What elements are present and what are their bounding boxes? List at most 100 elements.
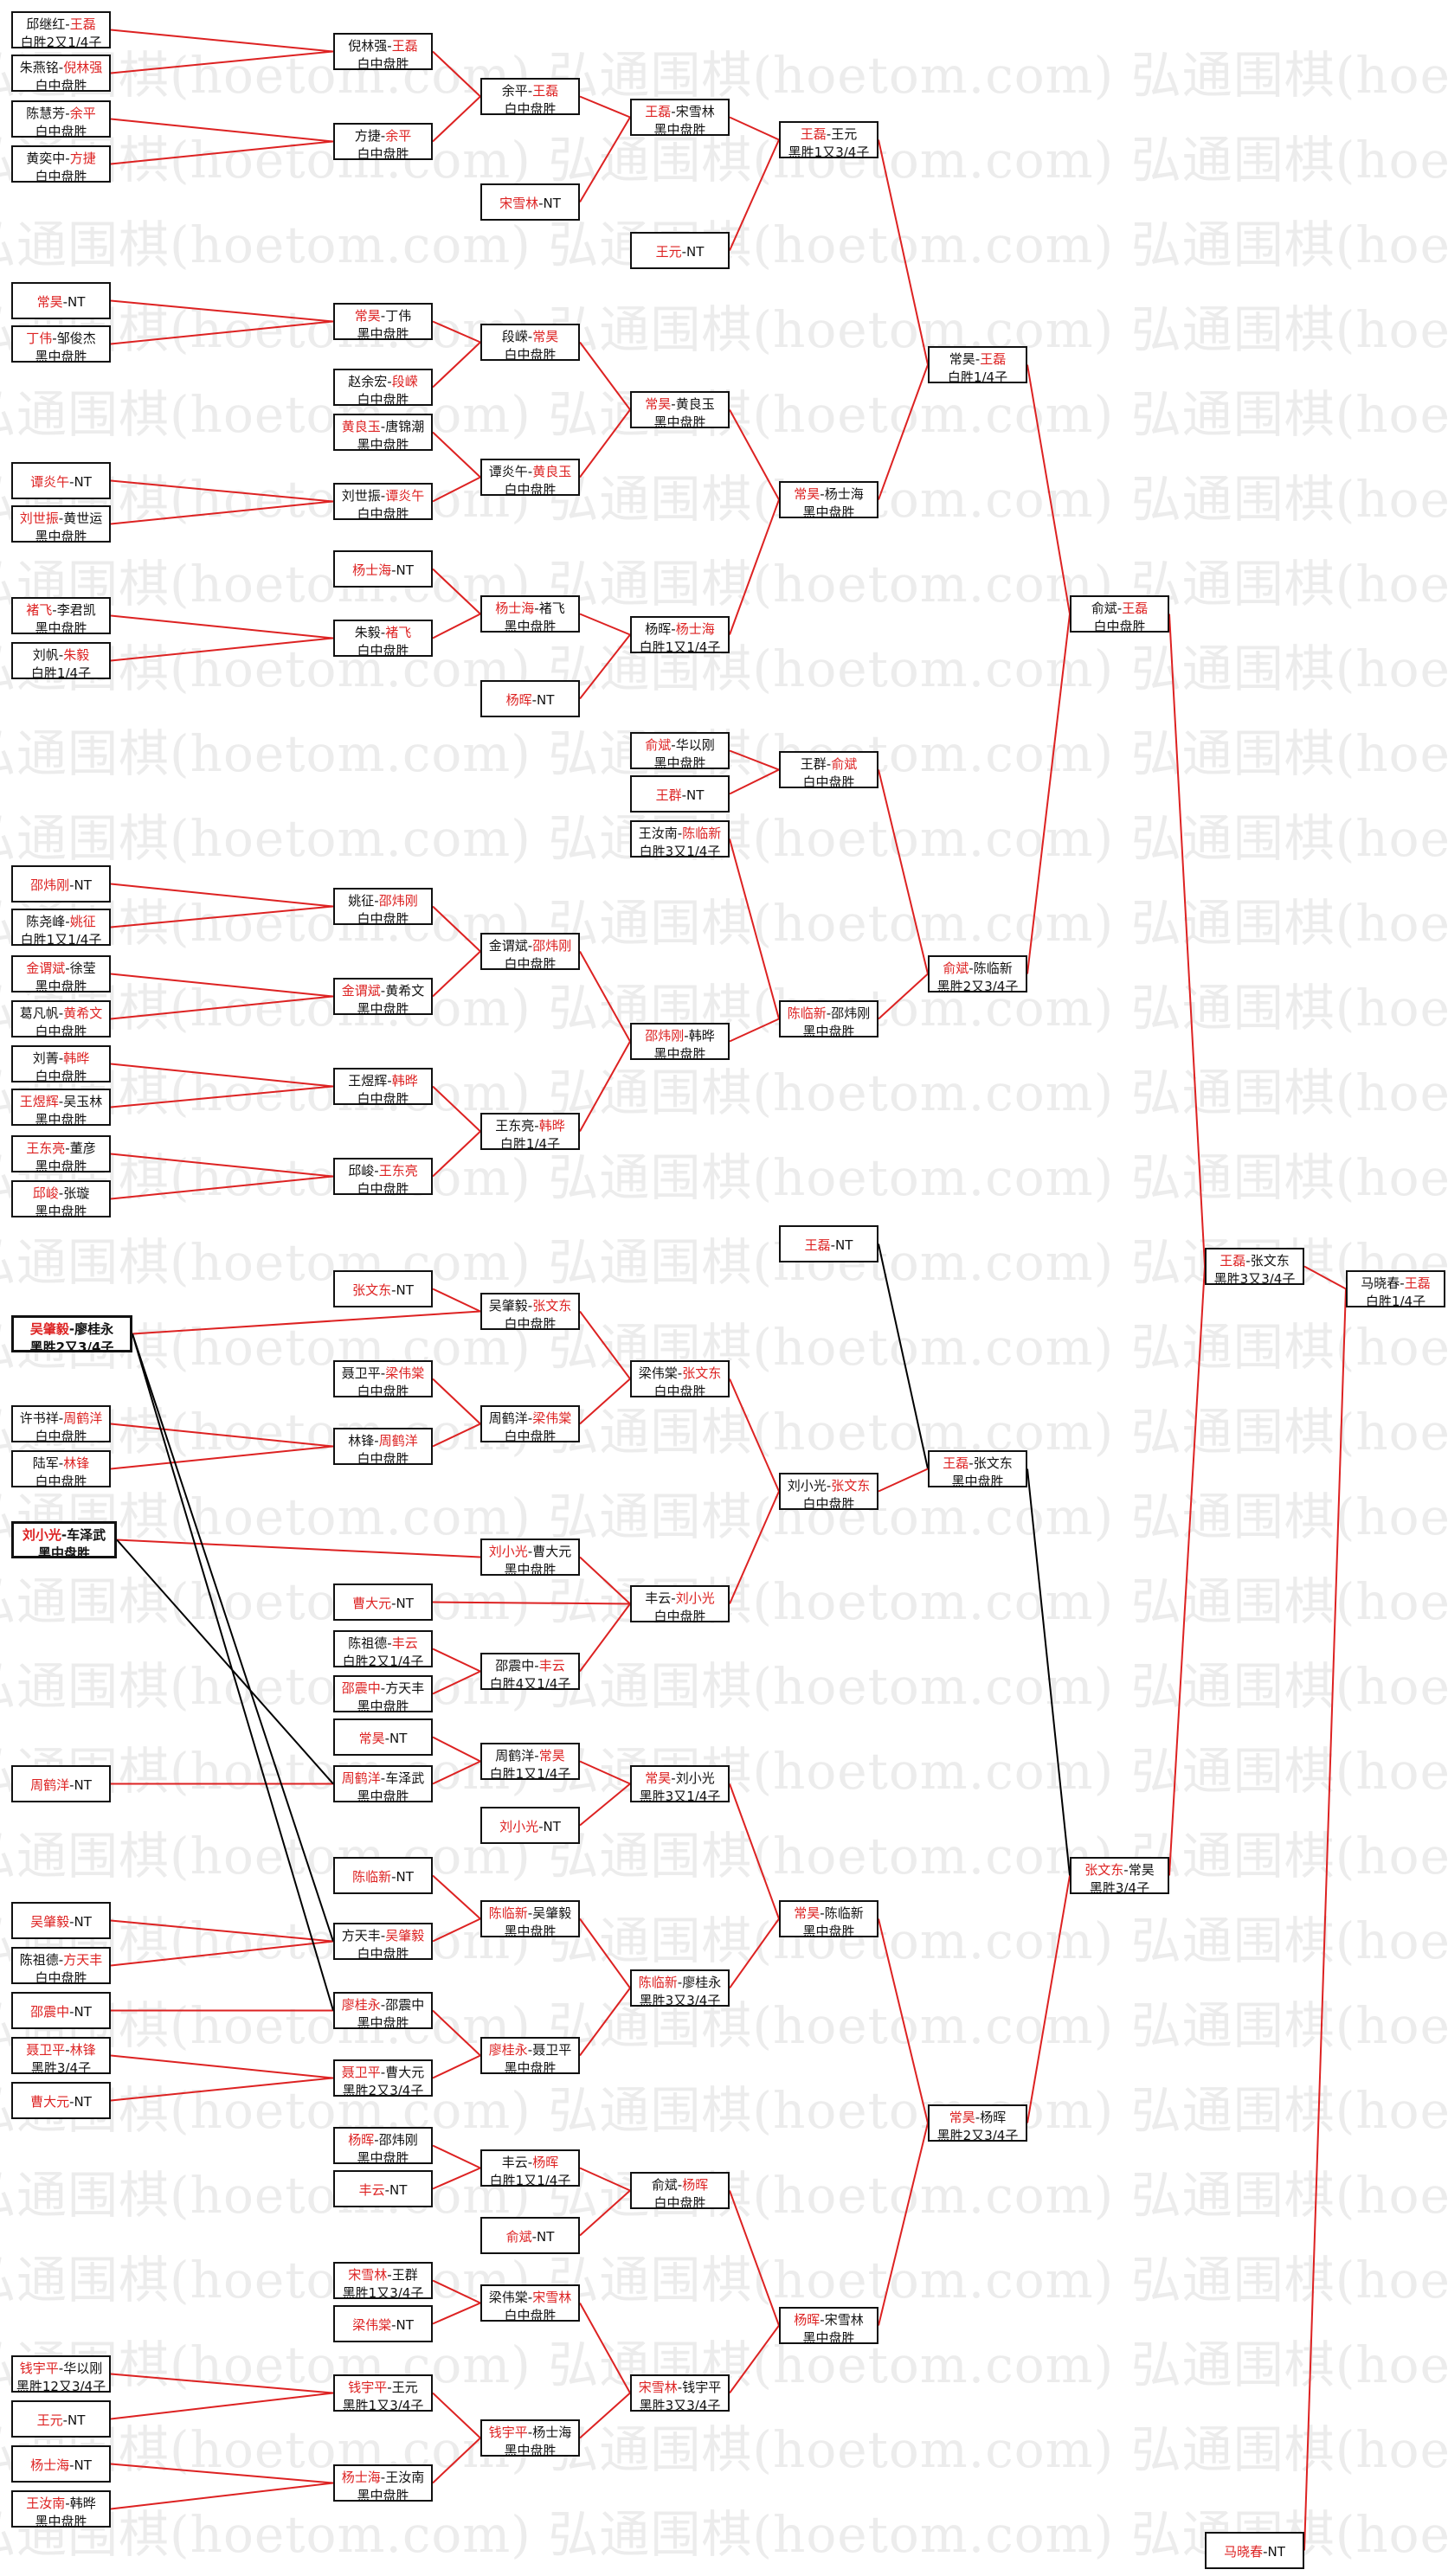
match-box-r2-29: 钱宇平-王元黑胜1又3/4子 bbox=[333, 2374, 433, 2412]
player-name: 俞斌 bbox=[505, 2229, 532, 2245]
player-name: 常昊 bbox=[645, 1770, 672, 1786]
connector-line bbox=[1168, 613, 1206, 1267]
player-name: 钱宇平 bbox=[348, 2380, 388, 2395]
player-name: 邵炜刚 bbox=[30, 877, 70, 893]
match-players: 刘小光-车泽武 bbox=[14, 1526, 114, 1545]
player-name: 林锋 bbox=[69, 2042, 96, 2058]
match-box-r3-15: 陈临新-吴肇毅黑中盘胜 bbox=[480, 1900, 580, 1937]
player-name: 王煜辉 bbox=[19, 1094, 59, 1109]
player-name: 刘小光 bbox=[488, 1544, 528, 1559]
match-box-r5-02: 常昊-杨士海黑中盘胜 bbox=[779, 481, 878, 518]
connector-line bbox=[432, 1760, 481, 1785]
player-name: 韩晔 bbox=[688, 1028, 715, 1044]
player-name: 王群 bbox=[655, 787, 682, 803]
match-result: 黑中盘胜 bbox=[357, 437, 409, 451]
player-name: 邵炜刚 bbox=[645, 1028, 685, 1044]
players-separator: - bbox=[975, 351, 981, 367]
match-box-r2-17: 陈祖德-丰云白胜2又1/4子 bbox=[333, 1630, 433, 1667]
match-box-r3-12: 邵震中-丰云白胜4又1/4子 bbox=[480, 1653, 580, 1690]
connector-line bbox=[579, 633, 631, 700]
match-players: 许书祥-周鹤洋 bbox=[13, 1410, 109, 1428]
match-box-r2-01: 倪林强-王磊白中盘胜 bbox=[333, 33, 433, 70]
match-result: 黑胜3/4子 bbox=[30, 2060, 92, 2074]
connector-line bbox=[579, 408, 631, 479]
match-players: 刘世振-谭炎午 bbox=[335, 487, 431, 505]
players-separator: - bbox=[61, 1527, 68, 1543]
match-result: 黑中盘胜 bbox=[35, 529, 87, 543]
connector-line bbox=[110, 1063, 334, 1088]
connector-line bbox=[432, 1918, 481, 1943]
match-players: 王磊-张文东 bbox=[930, 1455, 1026, 1473]
match-box-r4-05: 俞斌-华以刚黑中盘胜 bbox=[630, 732, 730, 769]
player-name: 钱宇平 bbox=[19, 2361, 59, 2376]
player-name: 陈临新 bbox=[824, 1905, 864, 1921]
connector-line bbox=[1026, 613, 1071, 974]
connector-line bbox=[579, 1783, 631, 1827]
match-box-r2-06: 刘世振-谭炎午白中盘胜 bbox=[333, 483, 433, 520]
match-result: 白胜1又1/4子 bbox=[639, 639, 721, 653]
player-name: NT bbox=[396, 1282, 414, 1298]
player-name: 曹大元 bbox=[385, 2065, 425, 2080]
connector-line bbox=[110, 637, 334, 662]
players-separator: - bbox=[684, 1028, 689, 1044]
players-separator: - bbox=[391, 2317, 396, 2333]
match-result: 白中盘胜 bbox=[653, 1384, 706, 1397]
players-separator: - bbox=[830, 1237, 836, 1253]
players-separator: - bbox=[531, 2229, 537, 2245]
player-name: 黄希文 bbox=[63, 1005, 103, 1021]
match-result: 黑中盘胜 bbox=[357, 2488, 409, 2502]
match-players: 张文东-常昊 bbox=[1072, 1861, 1168, 1879]
match-players: 俞斌-陈临新 bbox=[930, 960, 1026, 978]
player-name: 王磊 bbox=[391, 38, 418, 54]
player-name: NT bbox=[835, 1237, 853, 1253]
match-box-r1-10: 刘帆-朱毅白胜1/4子 bbox=[11, 642, 111, 679]
player-name: 聂卫平 bbox=[532, 2042, 572, 2058]
player-name: 王东亮 bbox=[495, 1118, 535, 1134]
connector-line bbox=[110, 118, 334, 143]
match-players: 陆军-林锋 bbox=[13, 1455, 109, 1473]
match-box-r1-11: 邵炜刚-NT bbox=[11, 865, 111, 903]
player-name: 丰云 bbox=[538, 1658, 565, 1673]
match-result: 白胜1/4子 bbox=[499, 1136, 561, 1150]
player-name: 杨晖 bbox=[682, 2177, 709, 2193]
player-name: 王元 bbox=[36, 2412, 63, 2428]
players-separator: - bbox=[391, 1596, 396, 1611]
connector-line bbox=[110, 883, 334, 908]
players-separator: - bbox=[527, 2042, 533, 2058]
player-name: 梁伟棠 bbox=[488, 2290, 528, 2305]
match-players: 王煜辉-吴玉林 bbox=[13, 1093, 109, 1111]
connector-line bbox=[132, 1333, 334, 1942]
connector-line bbox=[579, 1378, 631, 1425]
match-result: 白胜1又1/4子 bbox=[489, 2173, 571, 2187]
player-name: 王磊 bbox=[1404, 1275, 1431, 1291]
player-name: 刘小光 bbox=[499, 1819, 539, 1834]
player-name: 黄良玉 bbox=[341, 419, 381, 434]
match-players: 邱峻-张璇 bbox=[13, 1185, 109, 1203]
connector-line bbox=[1026, 1875, 1071, 2123]
player-name: 车泽武 bbox=[385, 1770, 425, 1786]
players-separator: - bbox=[671, 1590, 676, 1606]
player-name: 吴肇毅 bbox=[29, 1321, 69, 1337]
match-players: 王群-NT bbox=[632, 787, 728, 805]
player-name: 姚征 bbox=[69, 914, 96, 929]
player-name: 周鹤洋 bbox=[30, 1777, 70, 1793]
connector-line bbox=[729, 116, 780, 141]
player-name: 常昊 bbox=[794, 486, 821, 502]
players-separator: - bbox=[380, 1928, 386, 1943]
player-name: NT bbox=[74, 474, 92, 490]
match-box-r5-05: 王磊-NT bbox=[779, 1225, 878, 1262]
connector-line bbox=[729, 1491, 780, 1604]
players-separator: - bbox=[65, 151, 70, 166]
match-result: 白中盘胜 bbox=[35, 78, 87, 92]
player-name: 褚飞 bbox=[385, 625, 412, 640]
player-name: 刘世振 bbox=[341, 488, 381, 504]
players-separator: - bbox=[69, 1914, 74, 1930]
match-players: 陈临新-邵炜刚 bbox=[781, 1005, 877, 1023]
match-result: 白中盘胜 bbox=[35, 1024, 87, 1037]
match-box-r1-27: 聂卫平-林锋黑胜3/4子 bbox=[11, 2037, 111, 2074]
connector-line bbox=[110, 2373, 334, 2394]
match-box-r2-12: 邱峻-王东亮白中盘胜 bbox=[333, 1158, 433, 1195]
connector-line bbox=[432, 2167, 481, 2190]
player-name: 常昊 bbox=[532, 329, 559, 344]
